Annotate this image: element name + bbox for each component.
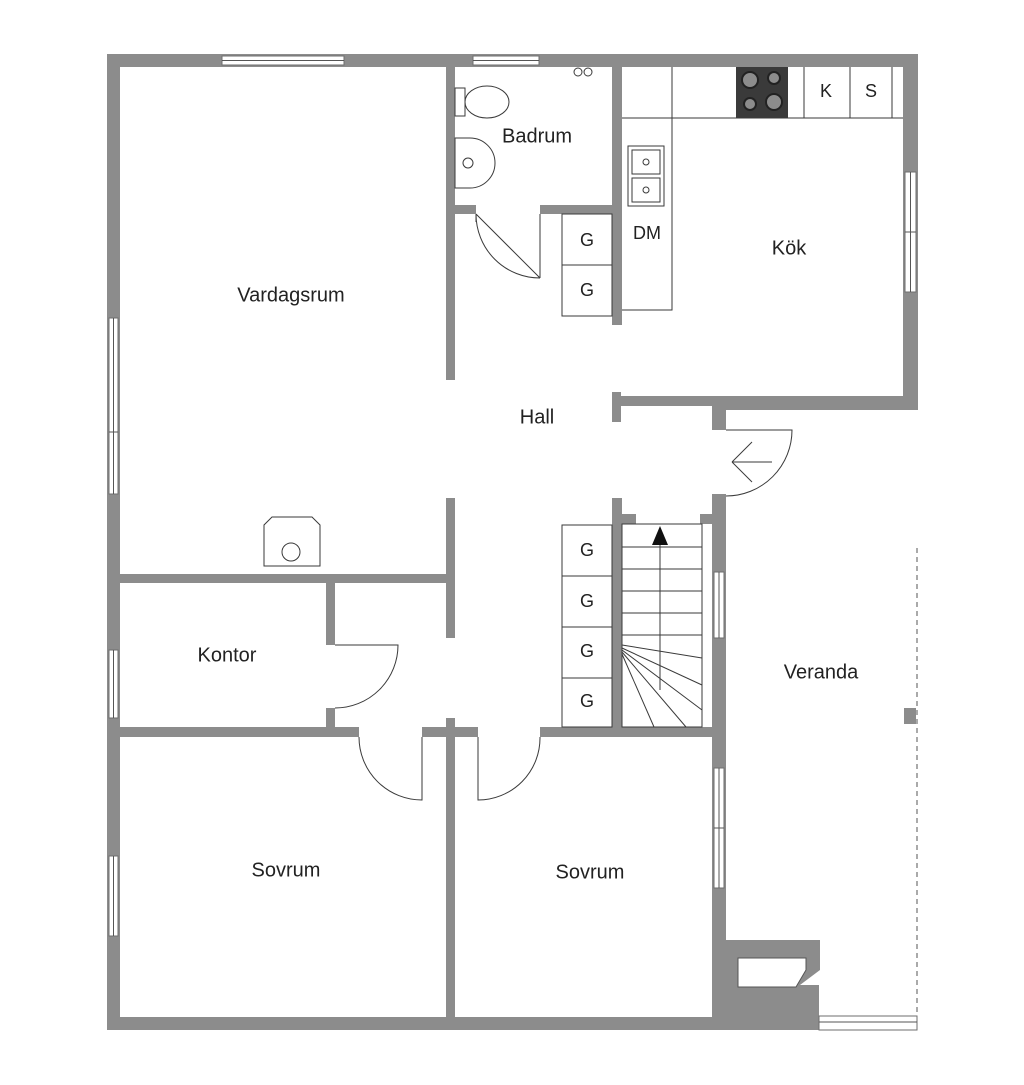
room-label-kok: Kök xyxy=(772,237,807,259)
washbasin-icon xyxy=(454,137,496,189)
stove-icon xyxy=(736,67,788,118)
room-label-kontor: Kontor xyxy=(198,644,257,666)
kitchen-appliance-boxes xyxy=(803,67,893,118)
stair-direction-arrow-icon xyxy=(652,526,668,545)
wardrobe-label-g: G xyxy=(580,230,594,250)
wardrobe-label-g: G xyxy=(580,691,594,711)
veranda-edge xyxy=(818,548,918,1031)
wardrobe-label-g: G xyxy=(580,280,594,300)
wardrobe-label-g: G xyxy=(580,591,594,611)
toilet-icon xyxy=(454,85,510,119)
appliance-label-s: S xyxy=(865,81,877,101)
wardrobe-label-g: G xyxy=(580,641,594,661)
staircase xyxy=(621,523,703,728)
outer-walls xyxy=(107,54,918,1030)
appliance-label-k: K xyxy=(820,81,832,101)
windows xyxy=(108,55,917,937)
room-label-sovrum-right: Sovrum xyxy=(556,861,625,883)
room-label-badrum: Badrum xyxy=(502,125,572,147)
wardrobes-lower xyxy=(561,524,613,728)
fireplace-icon xyxy=(263,516,321,567)
room-label-veranda: Veranda xyxy=(784,661,859,683)
interior-walls xyxy=(107,62,726,1030)
doors xyxy=(334,213,793,801)
room-label-sovrum-left: Sovrum xyxy=(252,859,321,881)
wardrobe-label-g: G xyxy=(580,540,594,560)
entrance-arrow-icon xyxy=(731,441,772,483)
room-label-hall: Hall xyxy=(520,406,554,428)
room-label-vardagsrum: Vardagsrum xyxy=(237,284,344,306)
appliance-label-dm: DM xyxy=(633,223,661,243)
faucet-icon xyxy=(573,67,593,77)
kitchen-counter xyxy=(622,67,903,311)
wardrobes-upper xyxy=(561,213,613,317)
